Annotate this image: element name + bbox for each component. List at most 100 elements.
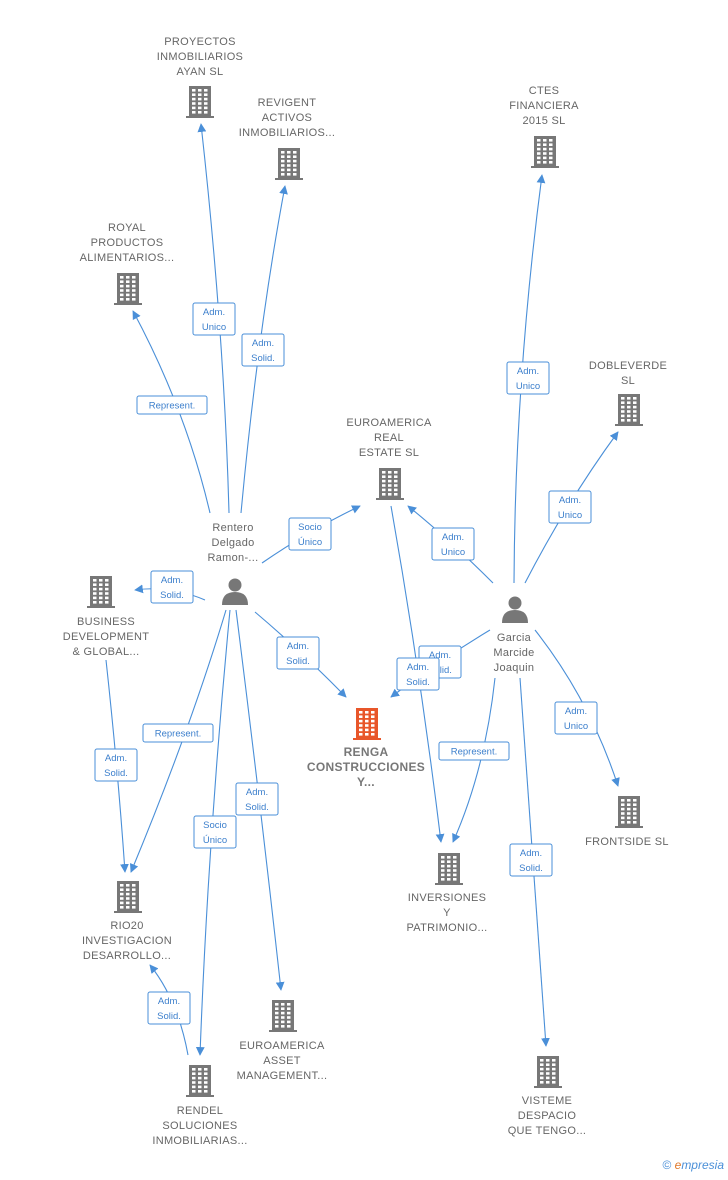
edge-garcia-to-inversiones — [452, 677, 496, 843]
node-label: RIO20 — [110, 920, 143, 932]
node-label: PATRIMONIO... — [406, 922, 487, 934]
edge-label-text: Unico — [564, 721, 588, 732]
edge-label-text: Solid. — [251, 353, 275, 364]
node-label: CTES — [529, 85, 560, 97]
node-label: Delgado — [211, 537, 254, 549]
edge-label: Represent. — [136, 395, 208, 415]
edge-label-text: Solid. — [160, 590, 184, 601]
node-label: INVERSIONES — [408, 892, 487, 904]
node-renga[interactable]: RENGACONSTRUCCIONESY... — [307, 708, 425, 789]
node-inversiones[interactable]: INVERSIONESYPATRIMONIO... — [406, 853, 487, 934]
node-label: DEVELOPMENT — [63, 631, 149, 643]
node-rio20[interactable]: RIO20INVESTIGACIONDESARROLLO... — [82, 881, 172, 962]
edge-label-text: Solid. — [245, 802, 269, 813]
building-icon[interactable] — [615, 394, 643, 426]
edge-label-text: Adm. — [105, 753, 127, 764]
node-label: CONSTRUCCIONES — [307, 760, 425, 774]
nodes-layer: PROYECTOS INMOBILIARIOS AYAN SL REVIGENTACT… — [63, 36, 669, 1147]
edge-label-text: Adm. — [158, 996, 180, 1007]
node-label: DESPACIO — [518, 1110, 577, 1122]
node-label: RENDEL — [177, 1105, 223, 1117]
person-icon[interactable] — [502, 596, 528, 624]
edge-label: Represent. — [438, 741, 510, 761]
node-label: Rentero — [212, 522, 253, 534]
node-label: Joaquin — [494, 662, 535, 674]
building-icon[interactable] — [435, 853, 463, 885]
node-proyectos[interactable]: PROYECTOS INMOBILIARIOS AYAN SL — [157, 36, 243, 118]
building-icon[interactable] — [376, 468, 404, 500]
person-icon[interactable] — [222, 578, 248, 606]
edge-label-text: Adm. — [429, 650, 451, 661]
brand-initial: e — [674, 1158, 682, 1172]
node-label: INMOBILIARIOS — [157, 51, 243, 63]
node-label: REVIGENT — [258, 97, 317, 109]
edge-label-text: Adm. — [161, 575, 183, 586]
node-label: 2015 SL — [522, 115, 565, 127]
building-icon[interactable] — [534, 1056, 562, 1088]
edge-label-text: Adm. — [246, 787, 268, 798]
node-business[interactable]: BUSINESS DEVELOPMENT & GLOBAL... — [63, 576, 149, 658]
edge-label-text: Socio — [298, 522, 322, 533]
node-label: PROYECTOS — [164, 36, 236, 48]
edge-labels-layer: Adm.UnicoAdm.Solid.Represent.SocioÚnicoA… — [94, 302, 598, 1025]
building-icon[interactable] — [275, 148, 303, 180]
node-label: QUE TENGO... — [508, 1125, 587, 1137]
node-royal[interactable]: ROYALPRODUCTOSALIMENTARIOS... — [80, 222, 175, 305]
node-label: BUSINESS — [77, 616, 135, 628]
edge-label-text: Solid. — [428, 665, 452, 676]
node-rendel[interactable]: RENDELSOLUCIONESINMOBILIARIAS... — [152, 1065, 247, 1147]
building-icon[interactable] — [87, 576, 115, 608]
node-label: ESTATE SL — [359, 447, 419, 459]
building-icon[interactable] — [114, 273, 142, 305]
node-frontside[interactable]: FRONTSIDE SL — [585, 796, 669, 848]
edge-label-text: Único — [203, 835, 227, 846]
node-label: INMOBILIARIAS... — [152, 1135, 247, 1147]
node-label: ASSET — [263, 1055, 301, 1067]
edge-label-text: Adm. — [287, 641, 309, 652]
node-euroamerica_am[interactable]: EUROAMERICAASSETMANAGEMENT... — [237, 1000, 328, 1082]
node-label: VISTEME — [522, 1095, 572, 1107]
footer-credit[interactable]: © empresia — [662, 1158, 724, 1172]
edge-label-text: Solid. — [104, 768, 128, 779]
node-label: PRODUCTOS — [91, 237, 164, 249]
node-visteme[interactable]: VISTEME DESPACIO QUE TENGO... — [508, 1056, 587, 1137]
building-icon[interactable] — [186, 86, 214, 118]
building-icon[interactable] — [353, 708, 381, 740]
node-label: MANAGEMENT... — [237, 1070, 328, 1082]
node-label: DOBLEVERDE — [589, 360, 667, 372]
edge-label: Adm.Solid. — [396, 657, 440, 691]
edge-label: Adm.Solid. — [241, 333, 285, 367]
edge-label-text: Socio — [203, 820, 227, 831]
brand-name: mpresia — [681, 1158, 724, 1172]
node-label: & GLOBAL... — [73, 646, 140, 658]
edge-label-text: Adm. — [517, 366, 539, 377]
edge-label-text: Solid. — [286, 656, 310, 667]
edge-label: Adm.Unico — [192, 302, 236, 336]
building-icon[interactable] — [114, 881, 142, 913]
node-label: AYAN SL — [177, 66, 224, 78]
node-label: Garcia — [497, 632, 532, 644]
edge-label: Adm.Unico — [548, 490, 592, 524]
node-rentero[interactable]: RenteroDelgadoRamon-... — [208, 522, 259, 605]
node-label: Marcide — [493, 647, 534, 659]
building-icon[interactable] — [186, 1065, 214, 1097]
building-icon[interactable] — [531, 136, 559, 168]
node-label: INMOBILIARIOS... — [239, 127, 335, 139]
edge-label: Represent. — [142, 723, 214, 743]
edge-label-text: Unico — [558, 510, 582, 521]
edge-label-text: Adm. — [565, 706, 587, 717]
edge-label-text: Represent. — [149, 401, 195, 412]
building-icon[interactable] — [269, 1000, 297, 1032]
edge-label: Adm.Unico — [506, 361, 550, 395]
node-label: EUROAMERICA — [346, 417, 432, 429]
building-icon[interactable] — [615, 796, 643, 828]
node-revigent[interactable]: REVIGENTACTIVOSINMOBILIARIOS... — [239, 97, 335, 180]
edge-label: Adm. Solid. — [150, 570, 194, 604]
edge-label-text: Represent. — [155, 729, 201, 740]
edge-label-text: Solid. — [157, 1011, 181, 1022]
